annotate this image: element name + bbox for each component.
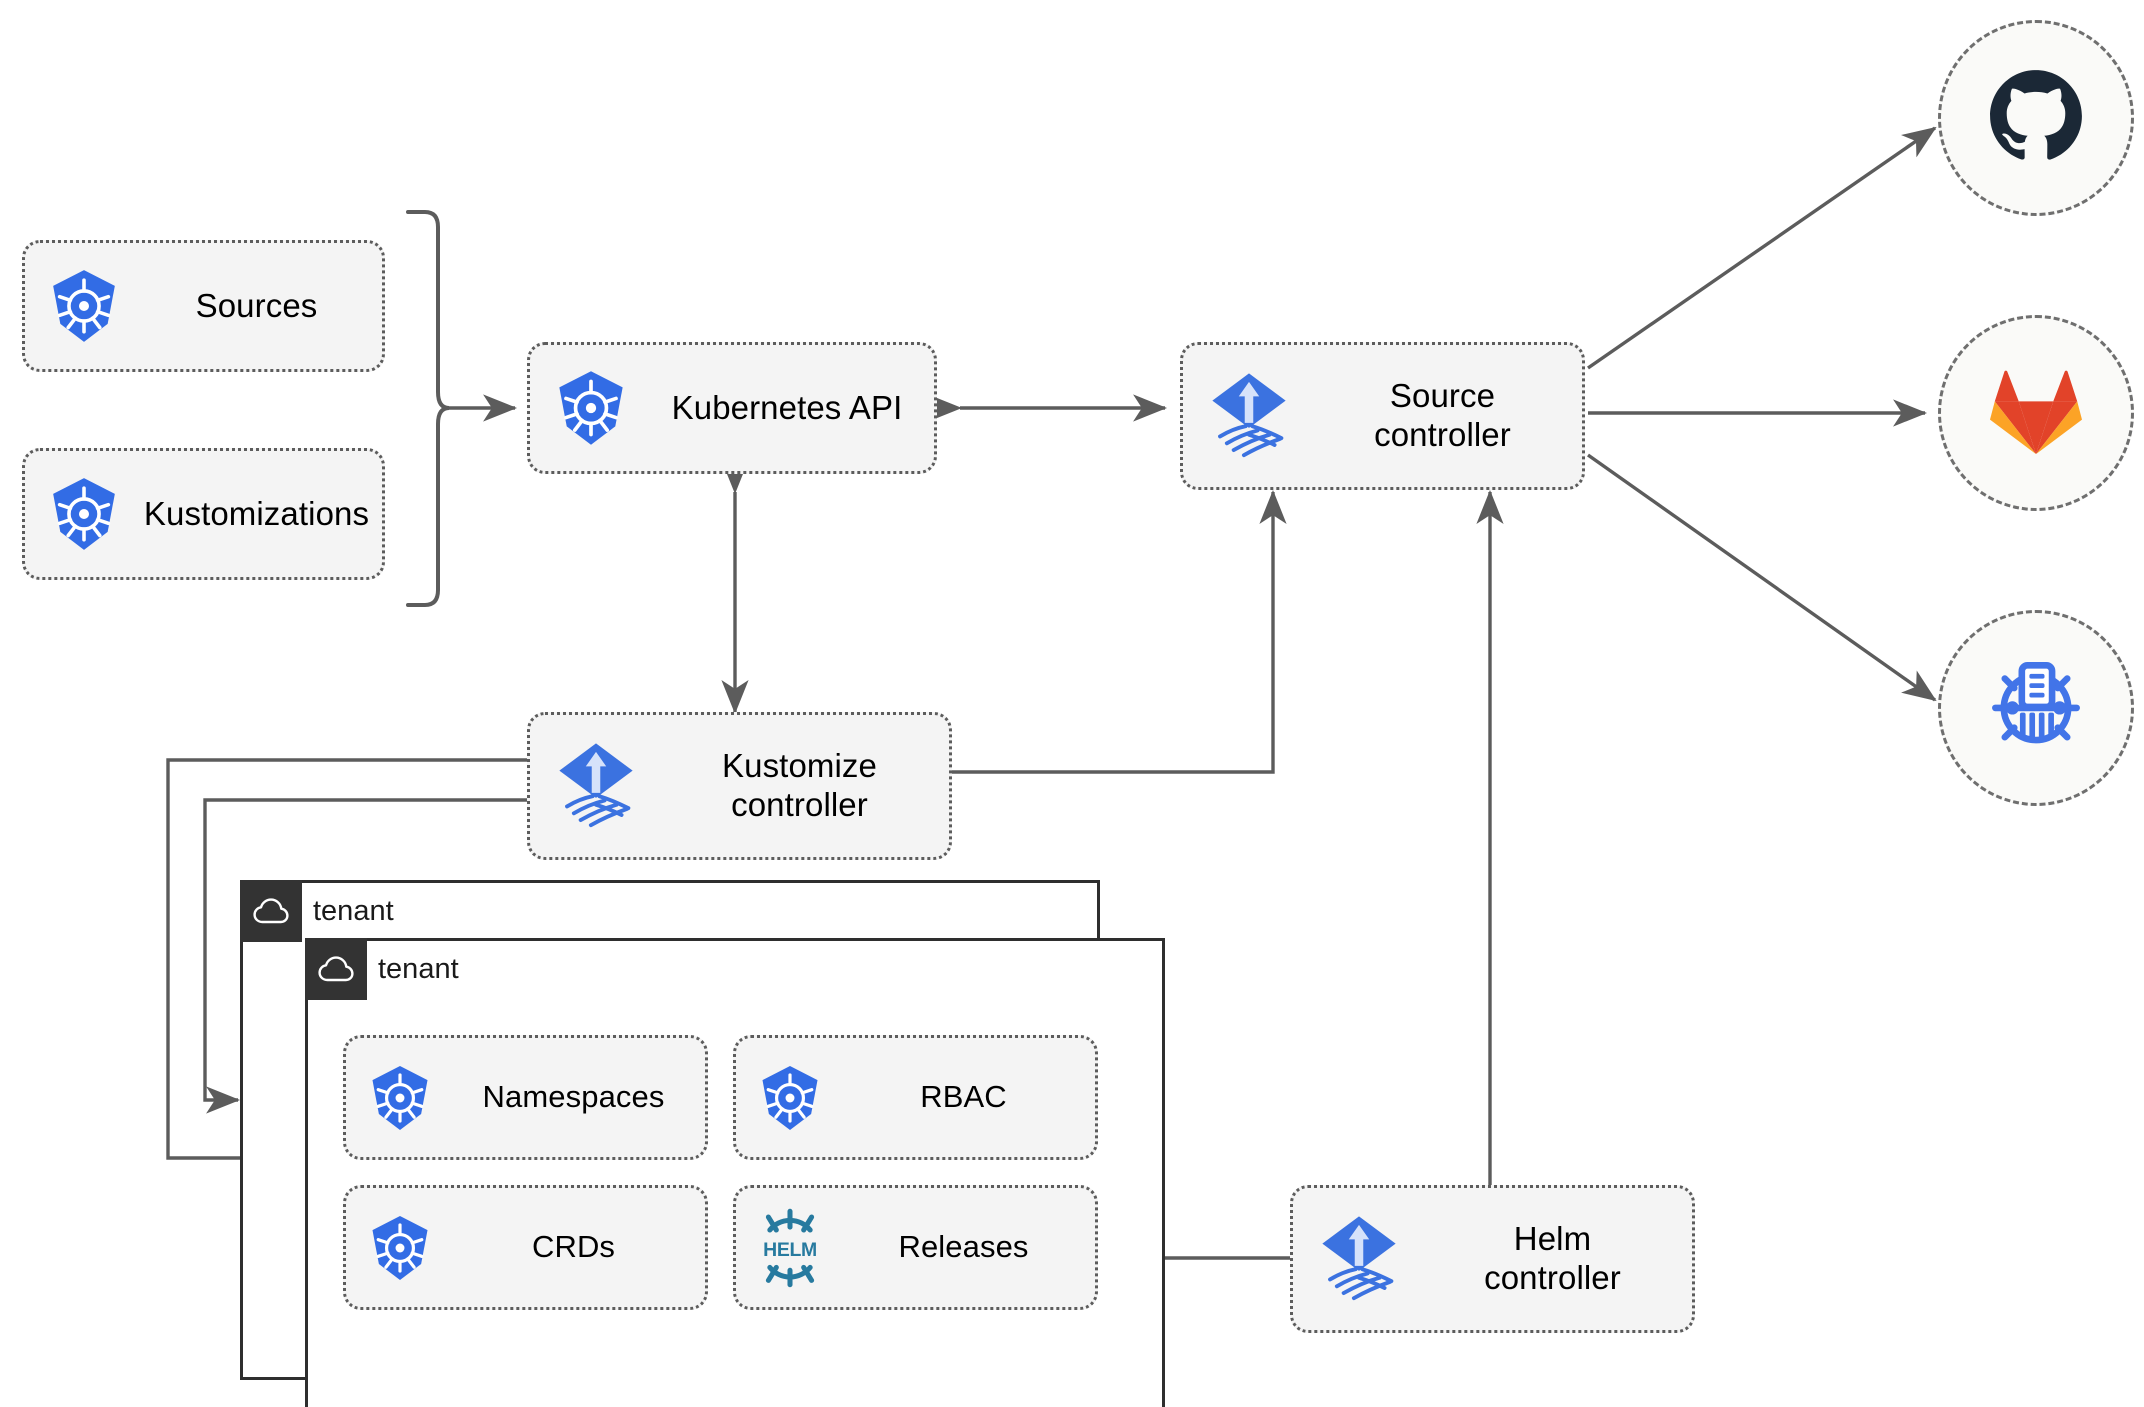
kubernetes-icon [736, 1064, 844, 1132]
node-label: Kustomize controller [722, 747, 877, 823]
node-rbac[interactable]: RBAC [733, 1035, 1098, 1160]
provider-oci-registry[interactable] [1938, 610, 2134, 806]
node-label: Helm controller [1484, 1220, 1621, 1296]
tenant-label: tenant [313, 895, 394, 927]
svg-text:HELM: HELM [763, 1238, 817, 1260]
node-sources[interactable]: Sources [22, 240, 385, 372]
node-releases[interactable]: HELM Releases [733, 1185, 1098, 1310]
cloud-icon [240, 880, 302, 942]
helm-icon: HELM [736, 1208, 844, 1288]
node-source-controller[interactable]: Source controller [1180, 342, 1585, 490]
node-label: CRDs [531, 1229, 616, 1265]
node-kubernetes-api[interactable]: Kubernetes API [527, 342, 937, 474]
tenant-label: tenant [378, 953, 459, 985]
node-label: Kubernetes API [671, 388, 903, 426]
flux-icon [1293, 1213, 1425, 1305]
tenant-panel-inner: tenant [305, 938, 1165, 1407]
node-kustomizations[interactable]: Kustomizations [22, 448, 385, 580]
node-label: Releases [898, 1229, 1029, 1265]
oci-registry-icon [1984, 654, 2088, 763]
github-icon [1986, 66, 2086, 171]
provider-github[interactable] [1938, 20, 2134, 216]
node-crds[interactable]: CRDs [343, 1185, 708, 1310]
cloud-icon [305, 938, 367, 1000]
node-kustomize-controller[interactable]: Kustomize controller [527, 712, 952, 860]
kubernetes-icon [530, 369, 652, 447]
provider-gitlab[interactable] [1938, 315, 2134, 511]
node-label: Source controller [1374, 377, 1511, 453]
node-namespaces[interactable]: Namespaces [343, 1035, 708, 1160]
flux-icon [530, 740, 662, 832]
gitlab-icon [1988, 365, 2084, 462]
node-label: Sources [195, 286, 318, 324]
node-label: Namespaces [482, 1079, 665, 1115]
node-helm-controller[interactable]: Helm controller [1290, 1185, 1695, 1333]
kubernetes-icon [25, 268, 143, 344]
kubernetes-icon [25, 476, 143, 552]
kubernetes-icon [346, 1064, 454, 1132]
flux-icon [1183, 370, 1315, 462]
node-label: Kustomizations [143, 494, 370, 532]
kubernetes-icon [346, 1214, 454, 1282]
node-label: RBAC [920, 1079, 1007, 1115]
